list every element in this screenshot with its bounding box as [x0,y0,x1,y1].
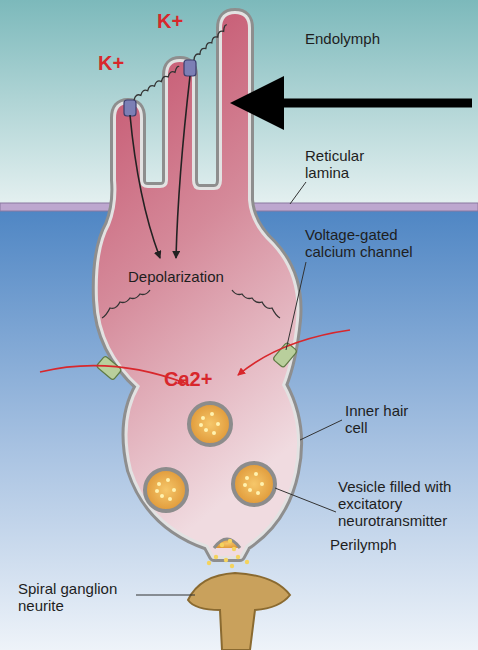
fluid-label: Perilymph [330,536,450,553]
part-label: Vesicle filled with excitatory neurotran… [338,478,478,529]
process-label: Depolarization [128,268,258,285]
part-label: Spiral ganglion neurite [18,580,138,614]
fluid-label: Endolymph [305,30,455,47]
ion-label: K+ [98,52,138,74]
ion-label: K+ [157,10,197,32]
part-label: Inner hair cell [345,402,430,436]
ion-label: Ca2+ [164,368,234,390]
part-label: Reticular lamina [305,147,387,181]
part-label: Voltage-gated calcium channel [305,226,435,260]
